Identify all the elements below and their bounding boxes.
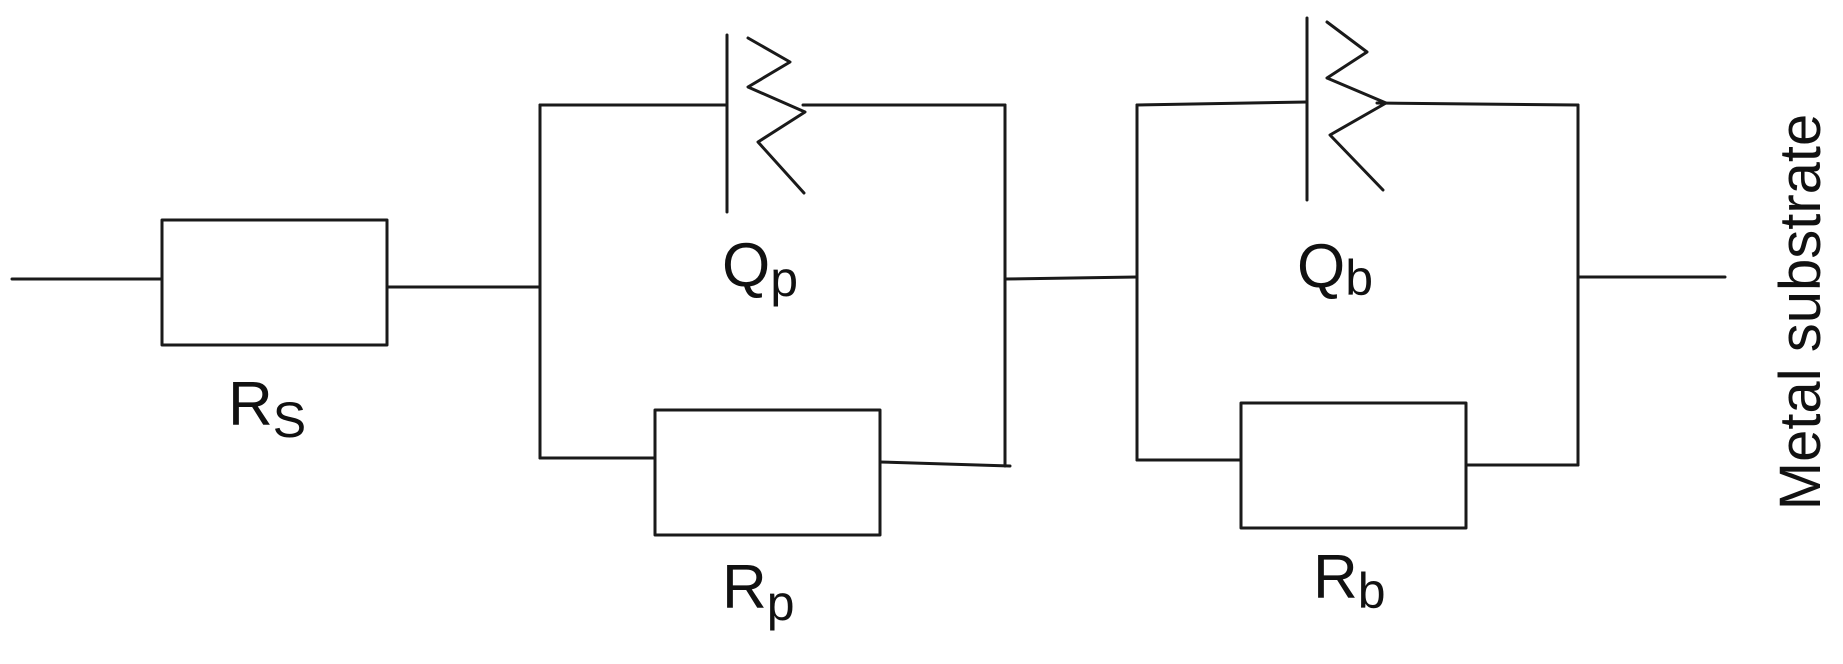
label-rp: Rp <box>722 553 795 631</box>
label-qb: Qb <box>1297 232 1373 306</box>
qb-top-left-wire <box>1135 100 1309 107</box>
label-rb: Rb <box>1313 543 1386 619</box>
resistor-rb <box>1239 401 1468 530</box>
label-rs: RS <box>228 370 306 448</box>
cpe-qp <box>725 33 807 214</box>
label-qp: Qp <box>722 231 798 307</box>
rp-right-wire <box>878 460 1012 468</box>
metal-substrate-label: Metal substrate <box>1768 114 1833 511</box>
resistor-rs <box>160 218 389 347</box>
cpe-qb <box>1305 16 1388 202</box>
resistor-rp <box>653 408 882 537</box>
wire-node2-to-node3 <box>1003 275 1139 281</box>
qb-top-right-wire <box>1375 101 1580 107</box>
